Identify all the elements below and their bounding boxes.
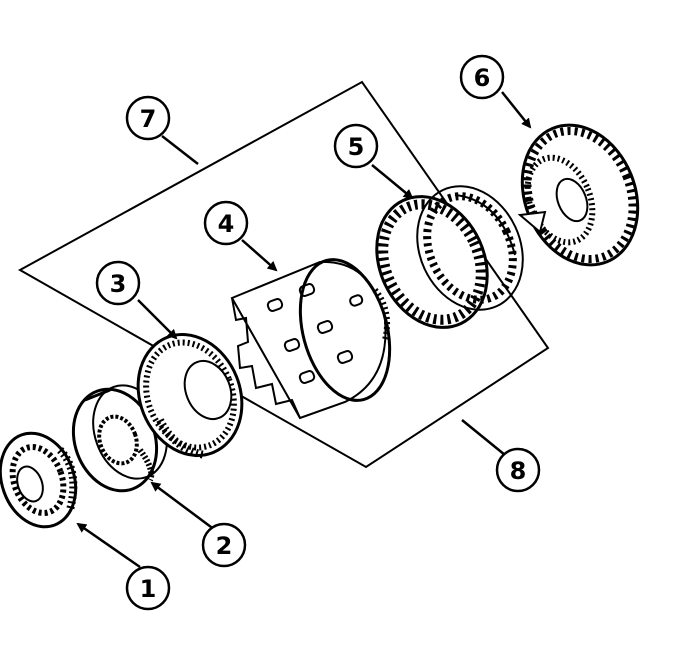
leader-3: [137, 299, 178, 340]
callout-6: 6: [459, 54, 505, 100]
leader-7: [161, 135, 199, 165]
callout-1: 1: [125, 565, 171, 611]
part-6-output-gear: [517, 123, 640, 267]
part-4-clutch-hub: [230, 258, 392, 420]
svg-text:4: 4: [218, 210, 235, 238]
leader-1: [76, 522, 141, 569]
group-bracket-outline: [17, 80, 550, 469]
svg-text:5: 5: [348, 133, 365, 161]
leader-lines: [76, 91, 532, 569]
part-3-ring-gear: [136, 333, 244, 459]
svg-text:7: 7: [140, 105, 157, 133]
svg-text:1: 1: [140, 575, 157, 603]
callout-5: 5: [333, 123, 379, 169]
svg-text:3: 3: [110, 270, 127, 298]
leader-2: [150, 481, 216, 532]
leader-6: [501, 91, 532, 129]
callout-7: 7: [125, 95, 171, 141]
callout-4: 4: [203, 200, 249, 246]
callout-3: 3: [95, 260, 141, 306]
leader-5: [371, 164, 414, 200]
svg-text:2: 2: [216, 532, 233, 560]
part-2-planet-carrier: [71, 384, 168, 493]
callout-8: 8: [495, 447, 541, 493]
svg-text:6: 6: [474, 64, 491, 92]
callouts: 1 2 3 4 5 6 7 8: [95, 54, 541, 611]
leader-4: [241, 239, 278, 272]
leader-8: [461, 419, 506, 456]
callout-2: 2: [201, 522, 247, 568]
part-1-sun-gear: [0, 431, 78, 529]
svg-text:8: 8: [510, 457, 527, 485]
part-5-clutch-drum: [375, 185, 524, 329]
